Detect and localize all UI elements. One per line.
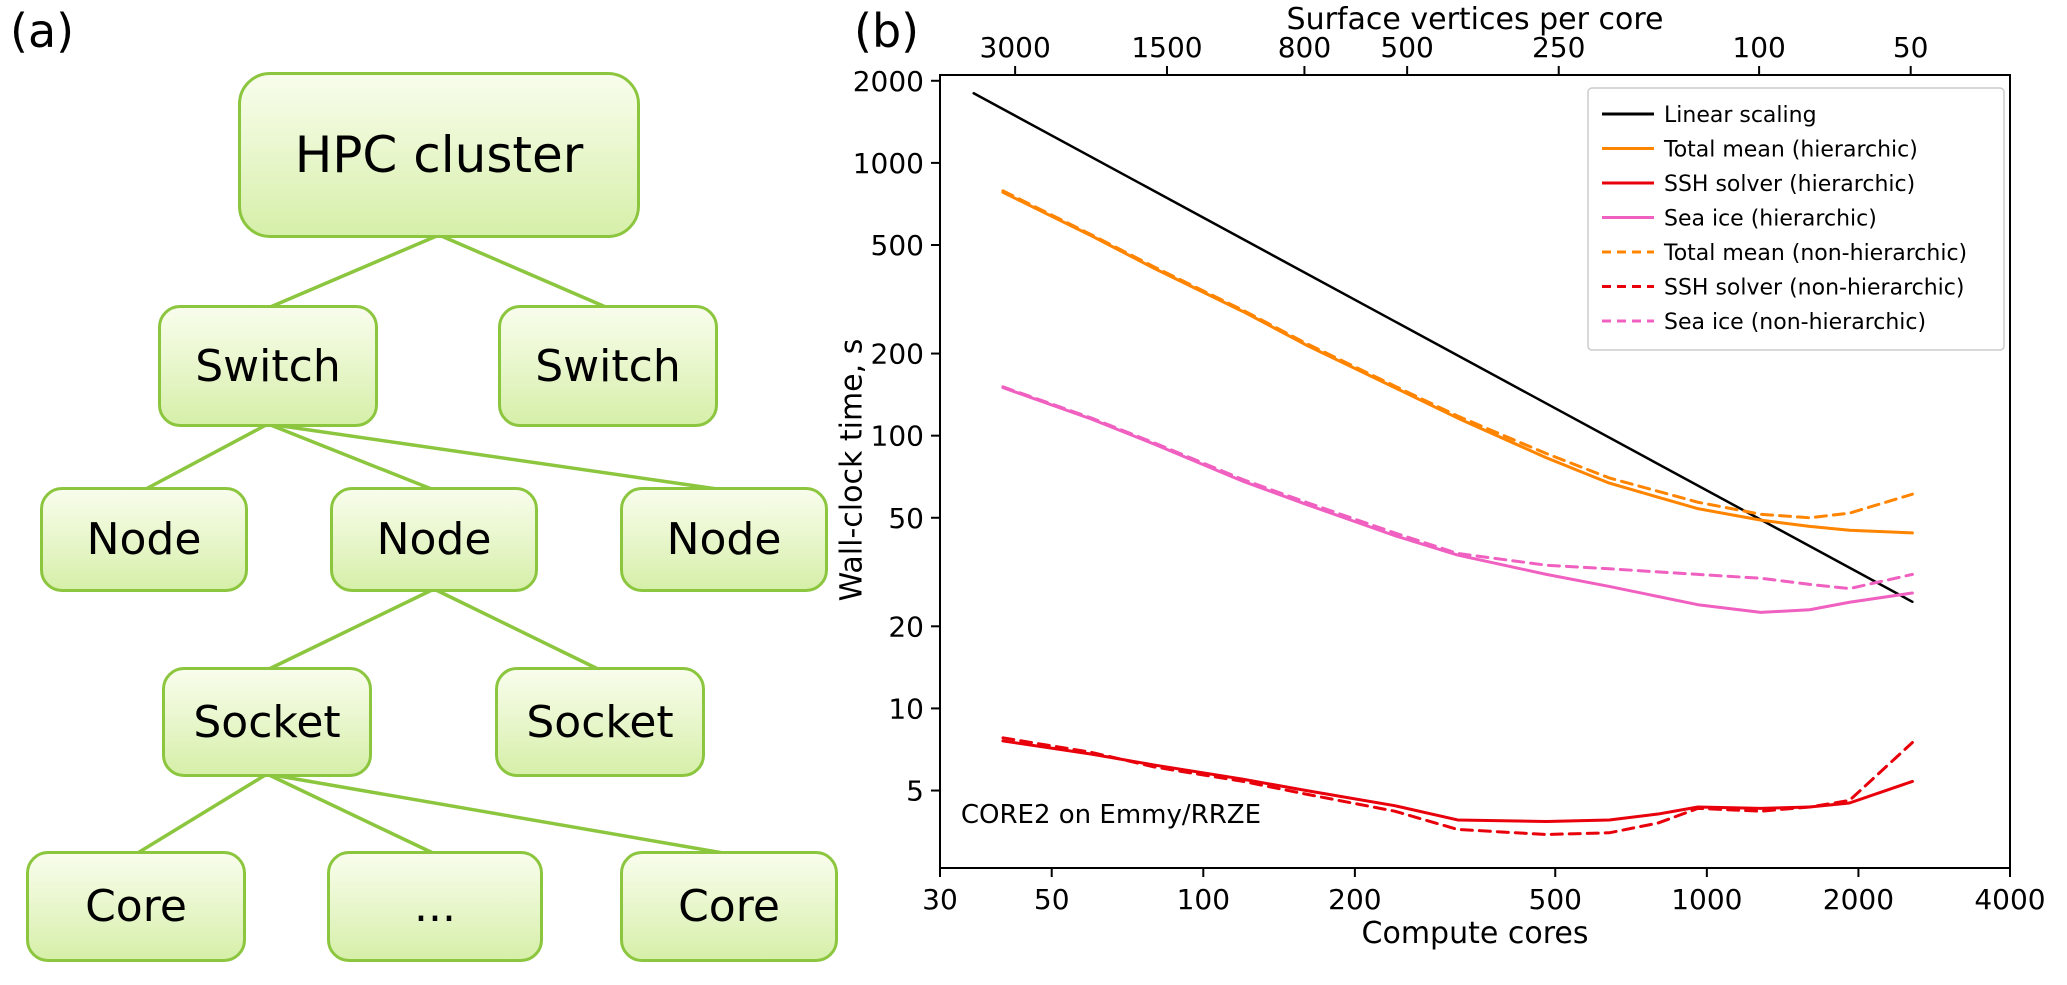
diagram-box-label: Node <box>666 514 782 565</box>
series-line <box>972 92 1914 604</box>
y-tick-label: 500 <box>871 229 924 262</box>
top-axis-label: Surface vertices per core <box>1286 2 1664 37</box>
plot-frame <box>939 74 2011 869</box>
x-tick-label: 500 <box>1529 883 1582 916</box>
x-tick-label: 100 <box>1177 883 1230 916</box>
diagram-edge <box>433 587 601 672</box>
legend-label: SSH solver (non-hierarchic) <box>1664 276 1964 301</box>
diagram-box-label: Socket <box>526 696 674 748</box>
diagram-box-core-2: Core <box>620 851 838 962</box>
x-tick-label: 2000 <box>1823 883 1894 916</box>
diagram-edges <box>135 233 730 856</box>
diagram-box-switch-2: Switch <box>498 305 718 427</box>
diagram-edge <box>267 233 440 310</box>
hpc-hierarchy-diagram: (a) HPC cluster Switch Switch Node Node … <box>0 0 840 985</box>
y-tick-label: 5 <box>906 775 924 808</box>
x-tick-label: 1000 <box>1671 883 1742 916</box>
y-tick-label: 2000 <box>853 65 924 98</box>
diagram-box-node-2: Node <box>330 487 538 592</box>
scaling-chart-panel: (b) Surface vertices per core Wall-clock… <box>835 0 2067 985</box>
x-tick-label: 50 <box>1034 883 1070 916</box>
y-tick-label: 200 <box>871 338 924 371</box>
y-tick-label: 1000 <box>853 147 924 180</box>
legend-label: Sea ice (non-hierarchic) <box>1664 310 1926 335</box>
diagram-box-socket-2: Socket <box>495 667 705 777</box>
legend-label: Linear scaling <box>1664 103 1817 128</box>
diagram-edge <box>266 772 436 856</box>
diagram-box-label: Switch <box>535 340 681 392</box>
series-line <box>1001 385 1914 591</box>
diagram-edge <box>266 587 435 672</box>
top-tick-label: 500 <box>1380 31 1433 64</box>
x-tick-label: 30 <box>922 883 958 916</box>
series-line <box>1001 736 1914 836</box>
y-tick-label: 50 <box>888 502 924 535</box>
diagram-box-core-1: Core <box>26 851 246 962</box>
diagram-box-node-1: Node <box>40 487 248 592</box>
diagram-edge <box>438 233 609 310</box>
diagram-box-label: ... <box>414 881 456 932</box>
legend-label: SSH solver (hierarchic) <box>1664 172 1915 197</box>
panel-a-label: (a) <box>10 4 75 58</box>
series-line <box>1001 386 1914 614</box>
x-tick-label: 200 <box>1328 883 1381 916</box>
x-tick-label: 4000 <box>1974 883 2045 916</box>
diagram-box-label: HPC cluster <box>294 126 584 184</box>
top-tick-label: 1500 <box>1131 31 1202 64</box>
y-tick-label: 10 <box>888 692 924 725</box>
legend-label: Total mean (non-hierarchic) <box>1663 241 1967 266</box>
top-tick-label: 3000 <box>980 31 1051 64</box>
series-line <box>1001 189 1914 520</box>
diagram-edge <box>143 422 269 492</box>
diagram-box-label: Node <box>86 514 202 565</box>
legend-box <box>1587 87 2005 351</box>
diagram-box-label: Core <box>85 881 187 932</box>
y-tick-label: 100 <box>871 420 924 453</box>
panel-b-label: (b) <box>854 4 920 58</box>
diagram-edge <box>266 772 730 856</box>
x-axis-label: Compute cores <box>1361 916 1589 951</box>
diagram-box-socket-1: Socket <box>162 667 372 777</box>
top-tick-label: 800 <box>1278 31 1331 64</box>
scaling-chart: 30 50 100 200 500 1000 2000 4000 5 10 20 50 100 200 50… <box>853 31 2046 916</box>
diagram-box-label: Switch <box>195 340 341 392</box>
legend-label: Total mean (hierarchic) <box>1663 138 1918 163</box>
diagram-edge <box>267 422 435 492</box>
diagram-box-hpc-cluster: HPC cluster <box>238 72 640 238</box>
diagram-box-switch-1: Switch <box>158 305 378 427</box>
top-tick-label: 250 <box>1532 31 1585 64</box>
diagram-edge <box>267 422 725 492</box>
diagram-box-label: Socket <box>193 696 341 748</box>
diagram-edge <box>135 772 268 856</box>
chart-annotation: CORE2 on Emmy/RRZE <box>961 800 1261 830</box>
top-tick-label: 100 <box>1732 31 1785 64</box>
diagram-box-ellipsis: ... <box>327 851 543 962</box>
top-tick-label: 50 <box>1893 31 1929 64</box>
y-tick-label: 20 <box>888 610 924 643</box>
diagram-box-label: Core <box>678 881 780 932</box>
diagram-box-node-3: Node <box>620 487 828 592</box>
legend-label: Sea ice (hierarchic) <box>1664 207 1877 232</box>
diagram-box-label: Node <box>376 514 492 565</box>
